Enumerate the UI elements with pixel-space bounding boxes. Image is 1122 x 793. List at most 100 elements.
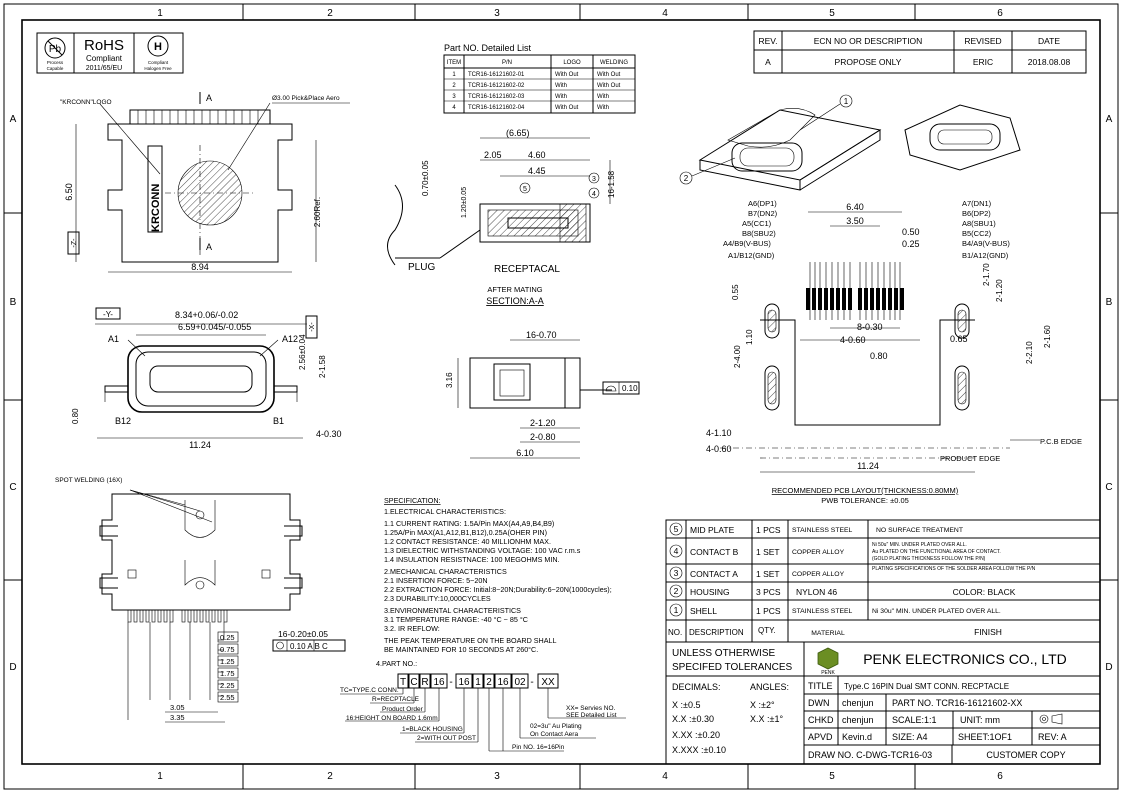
pcb-tolerance: PWB TOLERANCE: ±0.05 xyxy=(821,496,909,505)
svg-text:2-0.80: 2-0.80 xyxy=(530,432,556,442)
svg-text:Product Order: Product Order xyxy=(382,706,424,713)
svg-text:COPPER ALLOY: COPPER ALLOY xyxy=(792,549,845,556)
svg-text:PLATING SPECIFICATIONS OF THE: PLATING SPECIFICATIONS OF THE SOLDER ARE… xyxy=(872,566,1036,572)
svg-text:2: 2 xyxy=(674,586,679,596)
svg-text:4.PART NO.:: 4.PART NO.: xyxy=(376,659,417,668)
svg-text:AFTER MATING: AFTER MATING xyxy=(487,285,542,294)
col-label: 2 xyxy=(327,8,333,19)
svg-text:Pb: Pb xyxy=(49,44,62,55)
svg-text:1.75: 1.75 xyxy=(220,669,235,678)
svg-text:CONTACT B: CONTACT B xyxy=(690,547,739,557)
col-label: 6 xyxy=(997,8,1003,19)
svg-text:3.50: 3.50 xyxy=(846,216,864,226)
svg-text:B4/A9(V-BUS): B4/A9(V-BUS) xyxy=(962,239,1010,248)
svg-text:With Out: With Out xyxy=(597,83,621,89)
svg-text:0.50: 0.50 xyxy=(902,227,920,237)
svg-text:8.94: 8.94 xyxy=(191,262,209,272)
svg-text:5: 5 xyxy=(674,524,679,534)
svg-text:HOUSING: HOUSING xyxy=(690,587,730,597)
svg-text:SCALE:1:1: SCALE:1:1 xyxy=(892,715,937,725)
svg-text:4: 4 xyxy=(674,546,679,556)
svg-text:MATERIAL: MATERIAL xyxy=(811,630,845,637)
part-number-breakdown: T C R 16 - 16 1 2 16 02 - XX TC=TYPE.C xyxy=(340,673,626,752)
svg-text:A: A xyxy=(206,93,212,103)
svg-text:X.XX :±0.20: X.XX :±0.20 xyxy=(672,730,720,740)
svg-text:1: 1 xyxy=(475,677,481,688)
svg-text:chenjun: chenjun xyxy=(842,715,874,725)
rohs-title: RoHS xyxy=(84,37,124,54)
border-frame xyxy=(3,3,1119,790)
svg-text:(6.65): (6.65) xyxy=(506,128,530,138)
svg-text:2-2.10: 2-2.10 xyxy=(1025,341,1034,364)
row-label: D xyxy=(1105,662,1112,673)
col-label: 2 xyxy=(327,771,333,782)
svg-text:6.40: 6.40 xyxy=(846,202,864,212)
svg-text:NYLON 46: NYLON 46 xyxy=(796,587,837,597)
svg-text:16-0.20±0.05: 16-0.20±0.05 xyxy=(278,629,328,639)
row-label: A xyxy=(10,114,17,125)
svg-text:0.70±0.05: 0.70±0.05 xyxy=(421,160,430,196)
svg-text:TCR16-16121602-02: TCR16-16121602-02 xyxy=(468,83,525,89)
svg-text:2.55: 2.55 xyxy=(220,693,235,702)
svg-text:-: - xyxy=(530,677,533,688)
svg-text:UNIT: mm: UNIT: mm xyxy=(960,715,1000,725)
svg-text:With Out: With Out xyxy=(555,72,579,78)
svg-text:1.2 CONTACT RESISTANCE: 40 MI: 1.2 CONTACT RESISTANCE: 40 MILLIONHM MAX… xyxy=(384,537,551,546)
logo-note: "KRCONN"LOGO xyxy=(60,99,112,106)
svg-text:2-1.20: 2-1.20 xyxy=(530,418,556,428)
svg-text:STAINLESS STEEL: STAINLESS STEEL xyxy=(792,527,853,534)
svg-text:3.2. IR REFLOW:: 3.2. IR REFLOW: xyxy=(384,624,440,633)
svg-text:X :±0.5: X :±0.5 xyxy=(672,700,700,710)
bom-header: NO. DESCRIPTION QTY. MATERIAL FINISH xyxy=(668,626,1002,637)
svg-text:T: T xyxy=(400,677,406,688)
svg-text:A6(DP1): A6(DP1) xyxy=(748,199,777,208)
svg-text:BE MAINTAINED FOR 10 SECONDS A: BE MAINTAINED FOR 10 SECONDS AT 260°C. xyxy=(384,645,538,654)
top-view: KRCONN A A "KRCONN"LOGO Ø3.00 Pick&Place… xyxy=(60,92,350,273)
col-label: 4 xyxy=(662,771,668,782)
svg-text:2.MECHANICAL CHARACTERISTICS: 2.MECHANICAL CHARACTERISTICS xyxy=(384,567,507,576)
svg-text:Halogen Free: Halogen Free xyxy=(144,66,172,71)
svg-text:1.4 INSULATION RESISTNACE: 10: 1.4 INSULATION RESISTNACE: 100 MEGOHMS M… xyxy=(384,555,560,564)
svg-text:3.ENVIRONMENTAL CHARACTERIST: 3.ENVIRONMENTAL CHARACTERISTICS xyxy=(384,606,521,615)
svg-text:NO.: NO. xyxy=(668,628,682,637)
svg-text:2.25: 2.25 xyxy=(220,681,235,690)
svg-text:8-0.30: 8-0.30 xyxy=(857,322,883,332)
svg-text:Ni 50u" MIN. UNDER PLATED OVER: Ni 50u" MIN. UNDER PLATED OVER ALL. xyxy=(872,542,967,548)
svg-text:B12: B12 xyxy=(115,416,131,426)
svg-text:B7(DN2): B7(DN2) xyxy=(748,209,778,218)
svg-text:R=RECPTACLE: R=RECPTACLE xyxy=(372,696,420,703)
svg-text:11.24: 11.24 xyxy=(857,461,879,471)
part-list-title: Part NO. Detailed List xyxy=(444,43,532,53)
spec-title: SPECIFICATION: xyxy=(384,496,441,505)
table-row: 1 SHELL 1 PCS STAINLESS STEEL Ni 30u" MI… xyxy=(669,603,1001,617)
svg-text:A1: A1 xyxy=(108,334,119,344)
section-view: PLUG RECEPTACAL (6.65) 2.05 4.60 4.45 0.… xyxy=(387,128,616,306)
svg-text:SPECIFED TOLERANCES: SPECIFED TOLERANCES xyxy=(672,662,793,673)
row-label: C xyxy=(9,482,16,493)
svg-text:0.10: 0.10 xyxy=(622,384,638,393)
svg-text:TCR16-16121602-01: TCR16-16121602-01 xyxy=(468,72,525,78)
svg-text:3: 3 xyxy=(452,94,456,100)
rohs-compliant: Compliant xyxy=(86,54,123,63)
front-view: 8.34+0.06/-0.02 6.59+0.045/-0.055 -Y- 2.… xyxy=(71,307,342,450)
svg-text:3: 3 xyxy=(592,176,596,183)
svg-text:1: 1 xyxy=(674,605,679,615)
svg-text:2-1.60: 2-1.60 xyxy=(1043,325,1052,348)
svg-text:ECN NO OR DESCRIPTION: ECN NO OR DESCRIPTION xyxy=(814,36,923,46)
row-label: A xyxy=(1106,114,1113,125)
svg-text:TCR16-16121602-03: TCR16-16121602-03 xyxy=(468,94,525,100)
receptacal-label: RECEPTACAL xyxy=(494,264,560,275)
svg-text:B1/A12(GND): B1/A12(GND) xyxy=(962,251,1009,260)
svg-text:NO SURFACE TREATMENT: NO SURFACE TREATMENT xyxy=(876,527,963,534)
svg-text:1=BLACK HOUSING: 1=BLACK HOUSING xyxy=(402,726,463,733)
svg-text:3.05: 3.05 xyxy=(170,703,185,712)
svg-text:FINISH: FINISH xyxy=(974,627,1002,637)
penk-logo-icon: PENK xyxy=(817,647,839,676)
pick-place-note: Ø3.00 Pick&Place Aero xyxy=(272,95,340,102)
svg-text:4: 4 xyxy=(452,105,456,111)
svg-text:TC=TYPE.C CONN.: TC=TYPE.C CONN. xyxy=(340,687,399,694)
